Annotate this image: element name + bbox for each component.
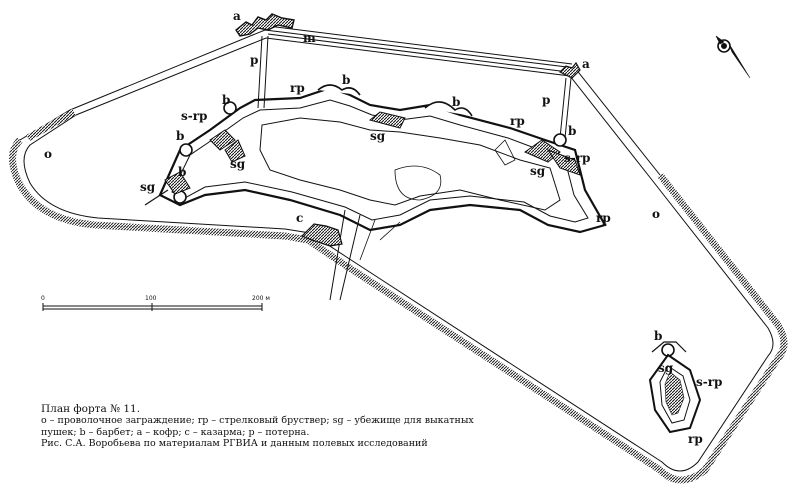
- label-b-7: b: [654, 329, 662, 343]
- label-p-left: p: [250, 53, 258, 67]
- wire-obstacle: [9, 29, 788, 484]
- caption-legend-line-2: пушек; b – барбет; a – кофр; c – казарма…: [41, 426, 310, 438]
- label-rp-3: rp: [596, 211, 611, 225]
- label-b-4: b: [222, 93, 230, 107]
- scale-bar: [42, 303, 263, 311]
- figure-caption: План форта № 11. o – проволочное загражд…: [41, 403, 474, 449]
- moat: [267, 25, 573, 73]
- small-outwork: [648, 341, 702, 434]
- label-s-rp-3: s-rp: [696, 375, 722, 389]
- label-sg-5: sg: [658, 361, 674, 375]
- barbettes: [173, 84, 675, 357]
- label-a-top: a: [233, 9, 241, 23]
- scale-tick-100: 100: [145, 295, 157, 302]
- caponier-top: [235, 13, 295, 37]
- label-o-left: o: [44, 147, 52, 161]
- label-rp-1: rp: [290, 81, 305, 95]
- label-c: c: [296, 211, 303, 225]
- left-spur: [144, 189, 169, 206]
- label-m: m: [303, 31, 316, 45]
- north-arrow-icon: [715, 35, 751, 79]
- label-b-5: b: [176, 129, 184, 143]
- label-b-2: b: [452, 95, 460, 109]
- label-sg-2: sg: [370, 129, 386, 143]
- label-o-right: o: [652, 207, 660, 221]
- label-b-6: b: [178, 165, 186, 179]
- main-fort: [158, 86, 607, 301]
- label-rp-4: rp: [688, 432, 703, 446]
- caption-source: Рис. С.А. Воробьева по материалам РГВИА …: [41, 437, 428, 449]
- label-sg-4: sg: [140, 180, 156, 194]
- label-rp-2: rp: [510, 114, 525, 128]
- label-s-rp-1: s-rp: [564, 151, 590, 165]
- scale-tick-0: 0: [41, 295, 45, 302]
- barracks: [300, 223, 343, 247]
- caption-title: План форта № 11.: [41, 403, 141, 415]
- label-sg-1: sg: [530, 164, 546, 178]
- label-p-right: p: [542, 93, 550, 107]
- posterns: [257, 35, 572, 139]
- caption-legend-line-1: o – проволочное заграждение; rp – стрелк…: [41, 415, 474, 427]
- scale-tick-200: 200 м: [252, 295, 270, 302]
- label-sg-3: sg: [230, 157, 246, 171]
- label-a-right: a: [582, 57, 590, 71]
- label-b-1: b: [342, 73, 350, 87]
- caponier-right: [558, 61, 581, 79]
- shelters: [164, 111, 581, 195]
- label-s-rp-2: s-rp: [181, 109, 207, 123]
- label-b-3: b: [568, 124, 576, 138]
